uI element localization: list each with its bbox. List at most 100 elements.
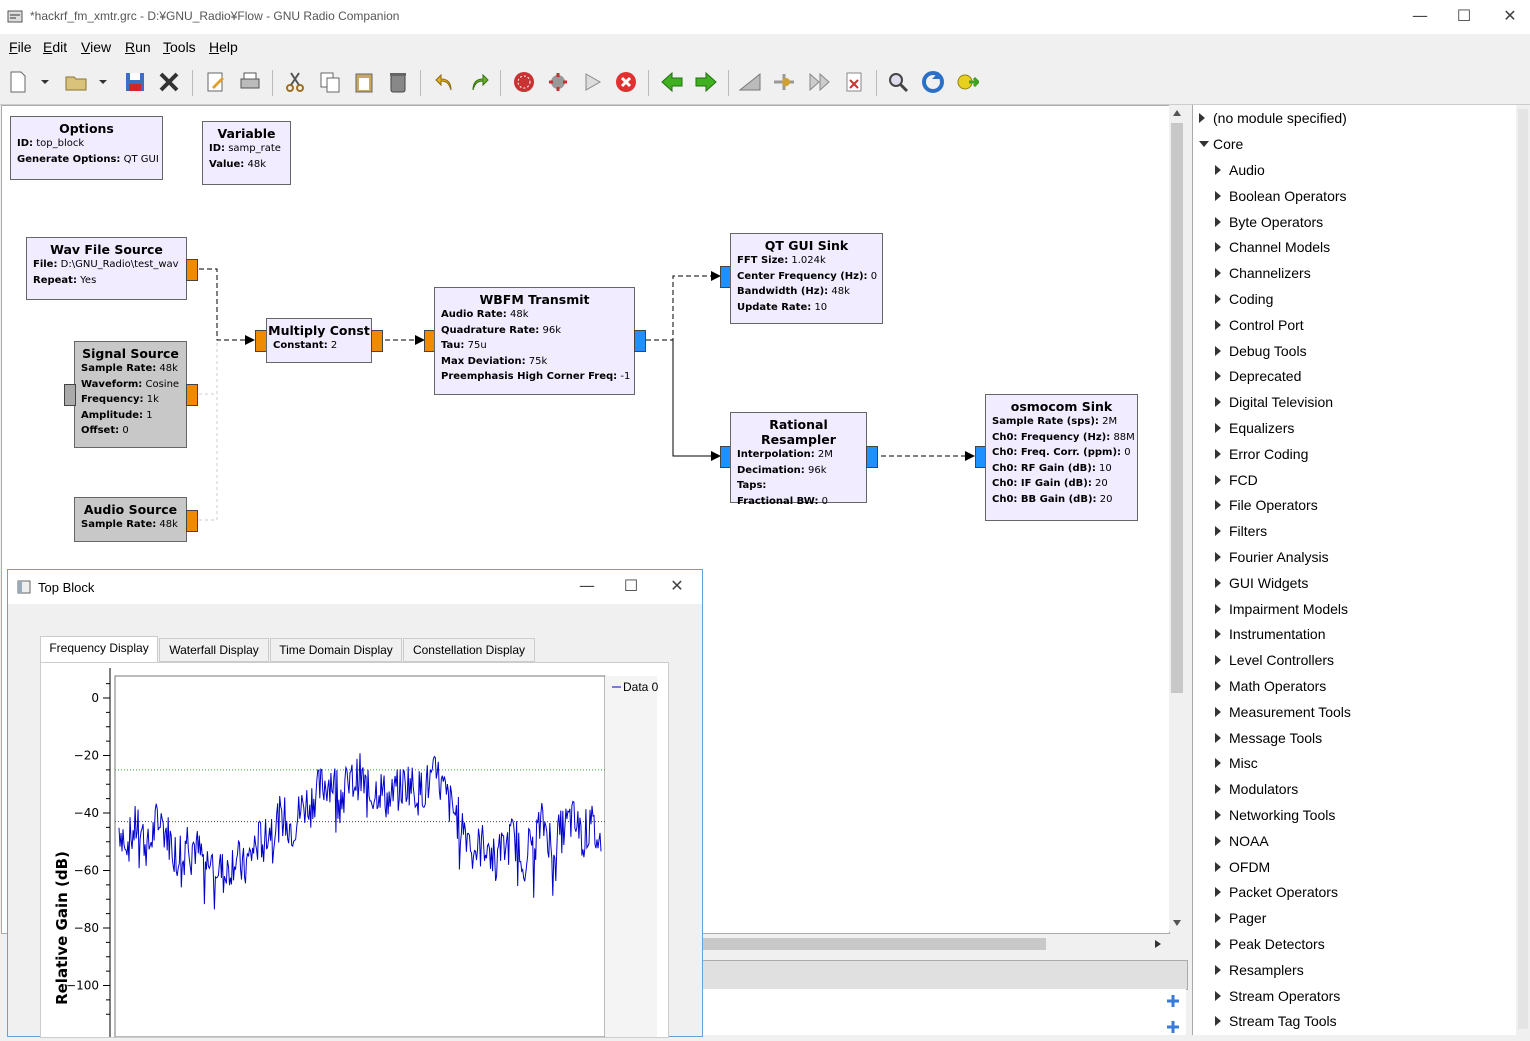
signal-in-port[interactable] xyxy=(64,384,76,406)
tab-constellation-display[interactable]: Constellation Display xyxy=(403,638,535,662)
top-block-maximize-button[interactable]: ☐ xyxy=(623,576,639,595)
tree-item-modulators[interactable]: Modulators xyxy=(1229,781,1299,798)
tree-item-impairment-models[interactable]: Impairment Models xyxy=(1229,600,1349,617)
collapse-triangle-icon[interactable] xyxy=(1215,190,1221,201)
scroll-up-icon[interactable] xyxy=(1172,108,1182,118)
collapse-triangle-icon[interactable] xyxy=(1215,371,1221,382)
stop-icon[interactable] xyxy=(512,70,536,94)
top-block-window[interactable]: Top Block — ☐ ✕ Frequency Display Waterf… xyxy=(7,569,703,1038)
open-hier-icon[interactable] xyxy=(955,70,979,94)
reload-icon[interactable] xyxy=(921,70,945,94)
tree-item-deprecated[interactable]: Deprecated xyxy=(1229,368,1302,385)
collapse-triangle-icon[interactable] xyxy=(1199,113,1205,123)
collapse-triangle-icon[interactable] xyxy=(1215,165,1221,175)
wbfm-out-port[interactable] xyxy=(634,330,646,352)
tree-item-control-port[interactable]: Control Port xyxy=(1229,316,1304,333)
collapse-triangle-icon[interactable] xyxy=(1215,268,1221,279)
canvas-horizontal-scrollbar[interactable] xyxy=(700,936,1168,953)
tree-item-noaa[interactable]: NOAA xyxy=(1229,832,1269,849)
collapse-triangle-icon[interactable] xyxy=(1215,552,1221,562)
collapse-triangle-icon[interactable] xyxy=(1215,887,1221,898)
minimize-button[interactable]: — xyxy=(1412,6,1428,25)
tree-scrollbar[interactable] xyxy=(1516,105,1530,1035)
undo-icon[interactable] xyxy=(433,70,457,94)
tree-item-instrumentation[interactable]: Instrumentation xyxy=(1229,626,1326,643)
collapse-triangle-icon[interactable] xyxy=(1215,964,1221,975)
collapse-triangle-icon[interactable] xyxy=(1215,990,1221,1001)
tree-item-error-coding[interactable]: Error Coding xyxy=(1229,445,1309,462)
collapse-triangle-icon[interactable] xyxy=(1215,732,1221,743)
audio-out-port[interactable] xyxy=(186,510,198,532)
collapse-triangle-icon[interactable] xyxy=(1215,939,1221,949)
menu-tools[interactable]: Tools xyxy=(163,39,196,55)
wav-out-port[interactable] xyxy=(186,259,198,281)
collapse-triangle-icon[interactable] xyxy=(1215,861,1221,872)
add-icon[interactable] xyxy=(1166,994,1180,1008)
collapse-triangle-icon[interactable] xyxy=(1215,319,1221,330)
tree-item-no-module[interactable]: (no module specified) xyxy=(1213,110,1347,126)
signal-out-port[interactable] xyxy=(186,384,198,406)
tree-item-coding[interactable]: Coding xyxy=(1229,291,1274,307)
delete-icon[interactable] xyxy=(386,70,410,94)
tree-item-channelizers[interactable]: Channelizers xyxy=(1229,265,1311,282)
redo-icon[interactable] xyxy=(467,70,491,94)
generate-icon[interactable] xyxy=(546,70,570,94)
menu-run[interactable]: Run xyxy=(125,39,151,55)
collapse-triangle-icon[interactable] xyxy=(1215,397,1221,408)
osmocom-sink-block[interactable]: osmocom Sink Sample Rate (sps): 2M Ch0: … xyxy=(985,394,1138,521)
options-block[interactable]: Options ID: top_block Generate Options: … xyxy=(10,116,163,180)
scroll-thumb[interactable] xyxy=(1171,123,1183,693)
qt-gui-sink-block[interactable]: QT GUI Sink FFT Size: 1.024k Center Freq… xyxy=(730,233,883,324)
tab-time-domain-display[interactable]: Time Domain Display xyxy=(270,638,402,662)
execute-icon[interactable] xyxy=(580,70,604,94)
expand-triangle-icon[interactable] xyxy=(1199,141,1209,147)
disable-block-icon[interactable] xyxy=(842,70,866,94)
print-icon[interactable] xyxy=(238,70,262,94)
tree-item-peak-detectors[interactable]: Peak Detectors xyxy=(1229,936,1325,952)
scroll-right-icon[interactable] xyxy=(1153,939,1163,949)
collapse-triangle-icon[interactable] xyxy=(1215,835,1221,846)
tree-item-equalizers[interactable]: Equalizers xyxy=(1229,420,1295,436)
tree-item-file-operators[interactable]: File Operators xyxy=(1229,497,1318,514)
new-file-icon[interactable] xyxy=(6,70,30,94)
open-folder-icon[interactable] xyxy=(64,70,88,94)
tree-item-gui-widgets[interactable]: GUI Widgets xyxy=(1229,574,1309,591)
multiply-out-port[interactable] xyxy=(371,330,383,352)
frequency-plot[interactable]: Relative Gain (dB) Data 0 0−20−40−60−80−… xyxy=(41,663,668,1038)
tree-item-networking-tools[interactable]: Networking Tools xyxy=(1229,807,1336,823)
arrow-left-icon[interactable] xyxy=(660,70,684,94)
menu-edit[interactable]: Edit xyxy=(43,39,68,55)
collapse-triangle-icon[interactable] xyxy=(1215,577,1221,588)
top-block-close-button[interactable]: ✕ xyxy=(670,576,684,595)
canvas-vertical-scrollbar[interactable] xyxy=(1169,105,1186,932)
frequency-plot-panel[interactable]: Relative Gain (dB) Data 0 0−20−40−60−80−… xyxy=(40,662,669,1038)
collapse-triangle-icon[interactable] xyxy=(1215,706,1221,717)
maximize-button[interactable]: ☐ xyxy=(1456,6,1472,25)
tab-waterfall-display[interactable]: Waterfall Display xyxy=(159,638,269,662)
collapse-triangle-icon[interactable] xyxy=(1215,603,1221,614)
tree-item-packet-operators[interactable]: Packet Operators xyxy=(1229,884,1338,901)
tree-item-level-controllers[interactable]: Level Controllers xyxy=(1229,652,1335,669)
add-icon[interactable] xyxy=(1166,1020,1180,1034)
tree-item-channel-models[interactable]: Channel Models xyxy=(1229,239,1331,256)
collapse-triangle-icon[interactable] xyxy=(1215,1016,1221,1027)
signal-source-block[interactable]: Signal Source Sample Rate: 48k Waveform:… xyxy=(74,341,187,448)
multiply-const-block[interactable]: Multiply Const Constant: 2 xyxy=(266,318,372,363)
rotate-ccw-icon[interactable] xyxy=(738,70,762,94)
collapse-triangle-icon[interactable] xyxy=(1215,784,1221,795)
close-button[interactable]: ✕ xyxy=(1503,6,1517,25)
wav-file-source-block[interactable]: Wav File Source File: D:\GNU_Radio\test_… xyxy=(26,237,187,300)
tree-item-pager[interactable]: Pager xyxy=(1229,910,1267,927)
collapse-triangle-icon[interactable] xyxy=(1215,423,1221,433)
cut-icon[interactable] xyxy=(283,70,307,94)
scroll-down-icon[interactable] xyxy=(1172,918,1182,928)
tree-item-audio[interactable]: Audio xyxy=(1229,162,1265,178)
tree-item-filters[interactable]: Filters xyxy=(1229,523,1268,540)
tree-item-byte-operators[interactable]: Byte Operators xyxy=(1229,213,1324,230)
tree-item-stream-tag-tools[interactable]: Stream Tag Tools xyxy=(1229,1013,1337,1030)
collapse-triangle-icon[interactable] xyxy=(1215,913,1221,924)
tree-item-resamplers[interactable]: Resamplers xyxy=(1229,961,1304,978)
tab-frequency-display[interactable]: Frequency Display xyxy=(40,636,158,662)
collapse-triangle-icon[interactable] xyxy=(1215,810,1221,820)
collapse-triangle-icon[interactable] xyxy=(1215,655,1221,666)
